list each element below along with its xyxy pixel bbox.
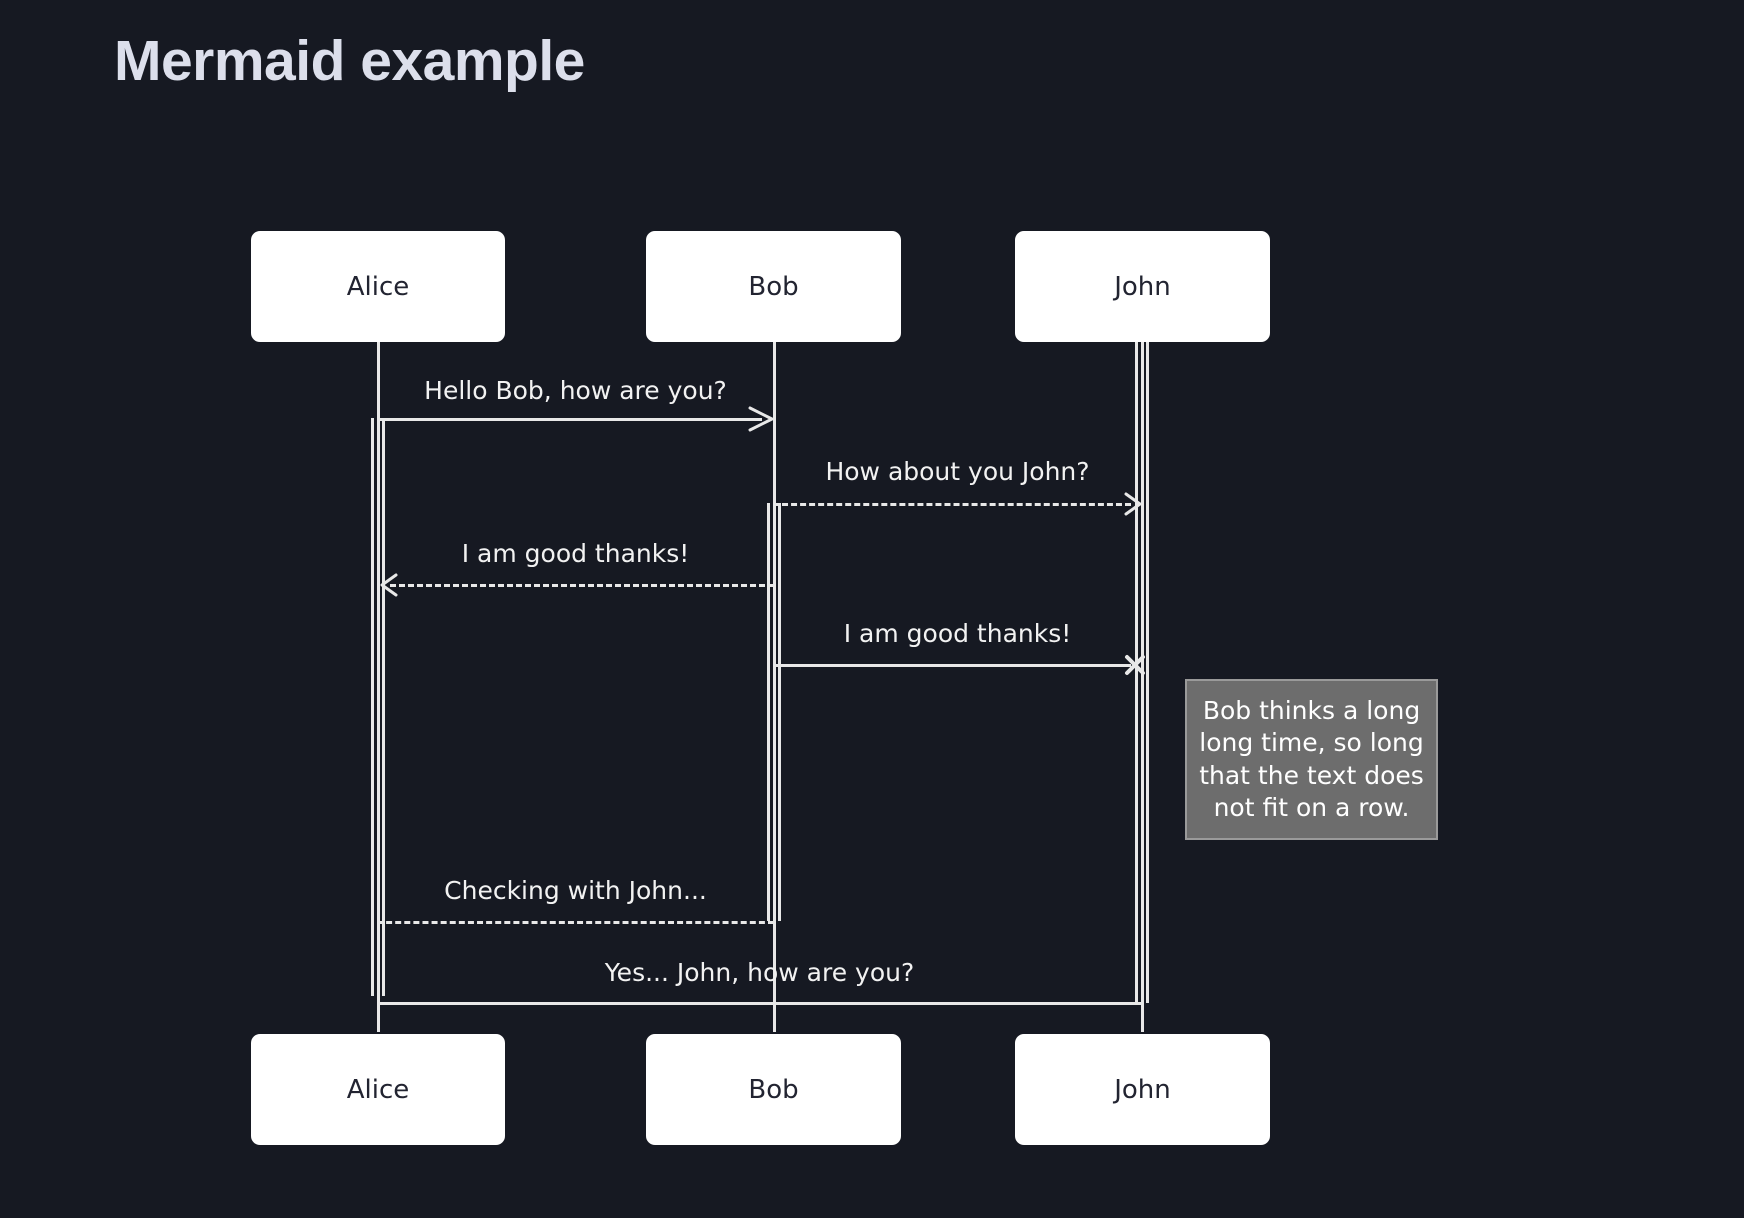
message-line-3	[390, 584, 774, 587]
message-label-4: I am good thanks!	[843, 619, 1072, 648]
lifeline-bob	[773, 342, 776, 1032]
page-title: Mermaid example	[114, 29, 585, 93]
actor-label-alice-bottom: Alice	[346, 1074, 410, 1105]
actor-box-john-bottom[interactable]: John	[1015, 1034, 1270, 1145]
message-label-2: How about you John?	[825, 457, 1090, 486]
actor-box-john-top[interactable]: John	[1015, 231, 1270, 342]
message-line-5	[377, 921, 774, 924]
message-label-6: Yes... John, how are you?	[604, 958, 915, 987]
actor-box-bob-top[interactable]: Bob	[646, 231, 901, 342]
actor-box-bob-bottom[interactable]: Bob	[646, 1034, 901, 1145]
cross-terminator-4	[1125, 655, 1145, 675]
actor-label-bob-bottom: Bob	[748, 1074, 799, 1105]
lifeline-alice	[377, 342, 380, 1032]
message-label-1: Hello Bob, how are you?	[424, 376, 727, 405]
actor-box-alice-bottom[interactable]: Alice	[251, 1034, 505, 1145]
message-label-5: Checking with John...	[444, 876, 707, 905]
message-line-2	[773, 503, 1131, 506]
arrowhead-open-right-2	[1124, 492, 1142, 516]
actor-box-alice-top[interactable]: Alice	[251, 231, 505, 342]
arrowhead-solid-right-1	[748, 406, 774, 432]
actor-label-john-top: John	[1114, 271, 1171, 302]
actor-label-alice-top: Alice	[346, 271, 410, 302]
lifeline-john	[1141, 342, 1144, 1032]
message-line-4	[773, 664, 1131, 667]
actor-label-john-bottom: John	[1114, 1074, 1171, 1105]
message-line-6	[377, 1002, 1142, 1005]
activation-alice	[371, 418, 385, 996]
actor-label-bob-top: Bob	[748, 271, 799, 302]
activation-john	[1135, 342, 1149, 1003]
activation-bob	[767, 503, 781, 921]
message-label-3: I am good thanks!	[461, 539, 690, 568]
arrowhead-open-left-3	[380, 573, 398, 597]
message-line-1	[377, 418, 762, 421]
note-right-of-john: Bob thinks a long long time, so long tha…	[1185, 679, 1438, 840]
note-text: Bob thinks a long long time, so long tha…	[1199, 695, 1424, 823]
